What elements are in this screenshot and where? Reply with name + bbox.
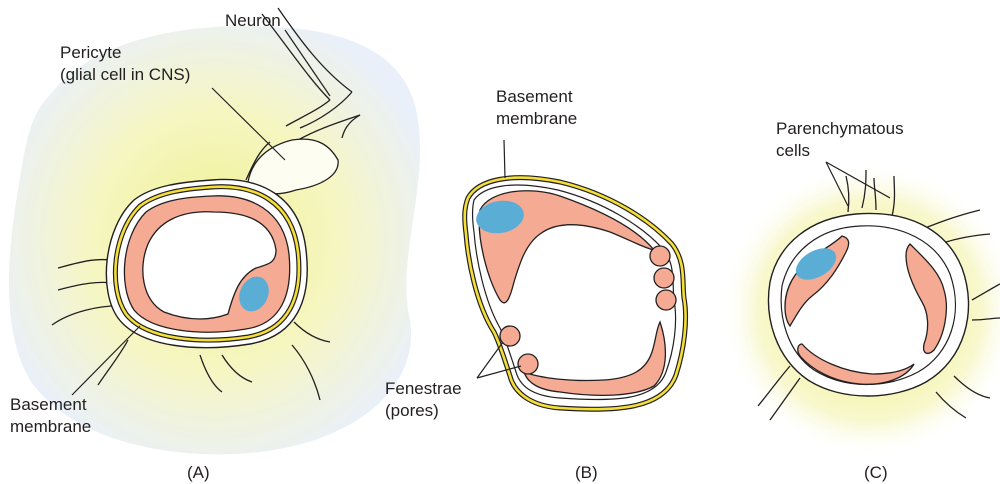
panel-c-caption: (C) [864, 463, 888, 482]
fenestra-pore [654, 268, 674, 288]
panel-b-pores-label: (pores) [385, 401, 439, 420]
panel-a-membrane-label: membrane [10, 417, 91, 436]
panel-c-sinusoidal-capillary: Parenchymatous cells (C) [720, 119, 1000, 482]
panel-a-pericyte-label: Pericyte [60, 43, 121, 62]
panel-b-fenestrae-label: Fenestrae [385, 379, 462, 398]
panel-b-membrane-label: membrane [496, 109, 577, 128]
fenestra-pore [656, 290, 676, 310]
panel-a-caption: (A) [187, 463, 210, 482]
panel-b-basement-label: Basement [496, 87, 573, 106]
fenestra-pore [650, 246, 670, 266]
panel-c-cells-label: cells [776, 141, 810, 160]
panel-a-basement-label: Basement [10, 395, 87, 414]
panel-a-neuron-label: Neuron [225, 11, 281, 30]
panel-a-continuous-capillary: Neuron Pericyte (glial cell in CNS) Base… [9, 8, 420, 482]
panel-a-pericyte-sublabel: (glial cell in CNS) [60, 65, 190, 84]
fenestra-pore [518, 354, 538, 374]
panel-b-caption: (B) [575, 463, 598, 482]
panel-c-parenchymatous-label: Parenchymatous [776, 119, 904, 138]
panel-b-fenestrated-capillary: Basement membrane Fenestrae (pores) (B) [385, 87, 686, 482]
